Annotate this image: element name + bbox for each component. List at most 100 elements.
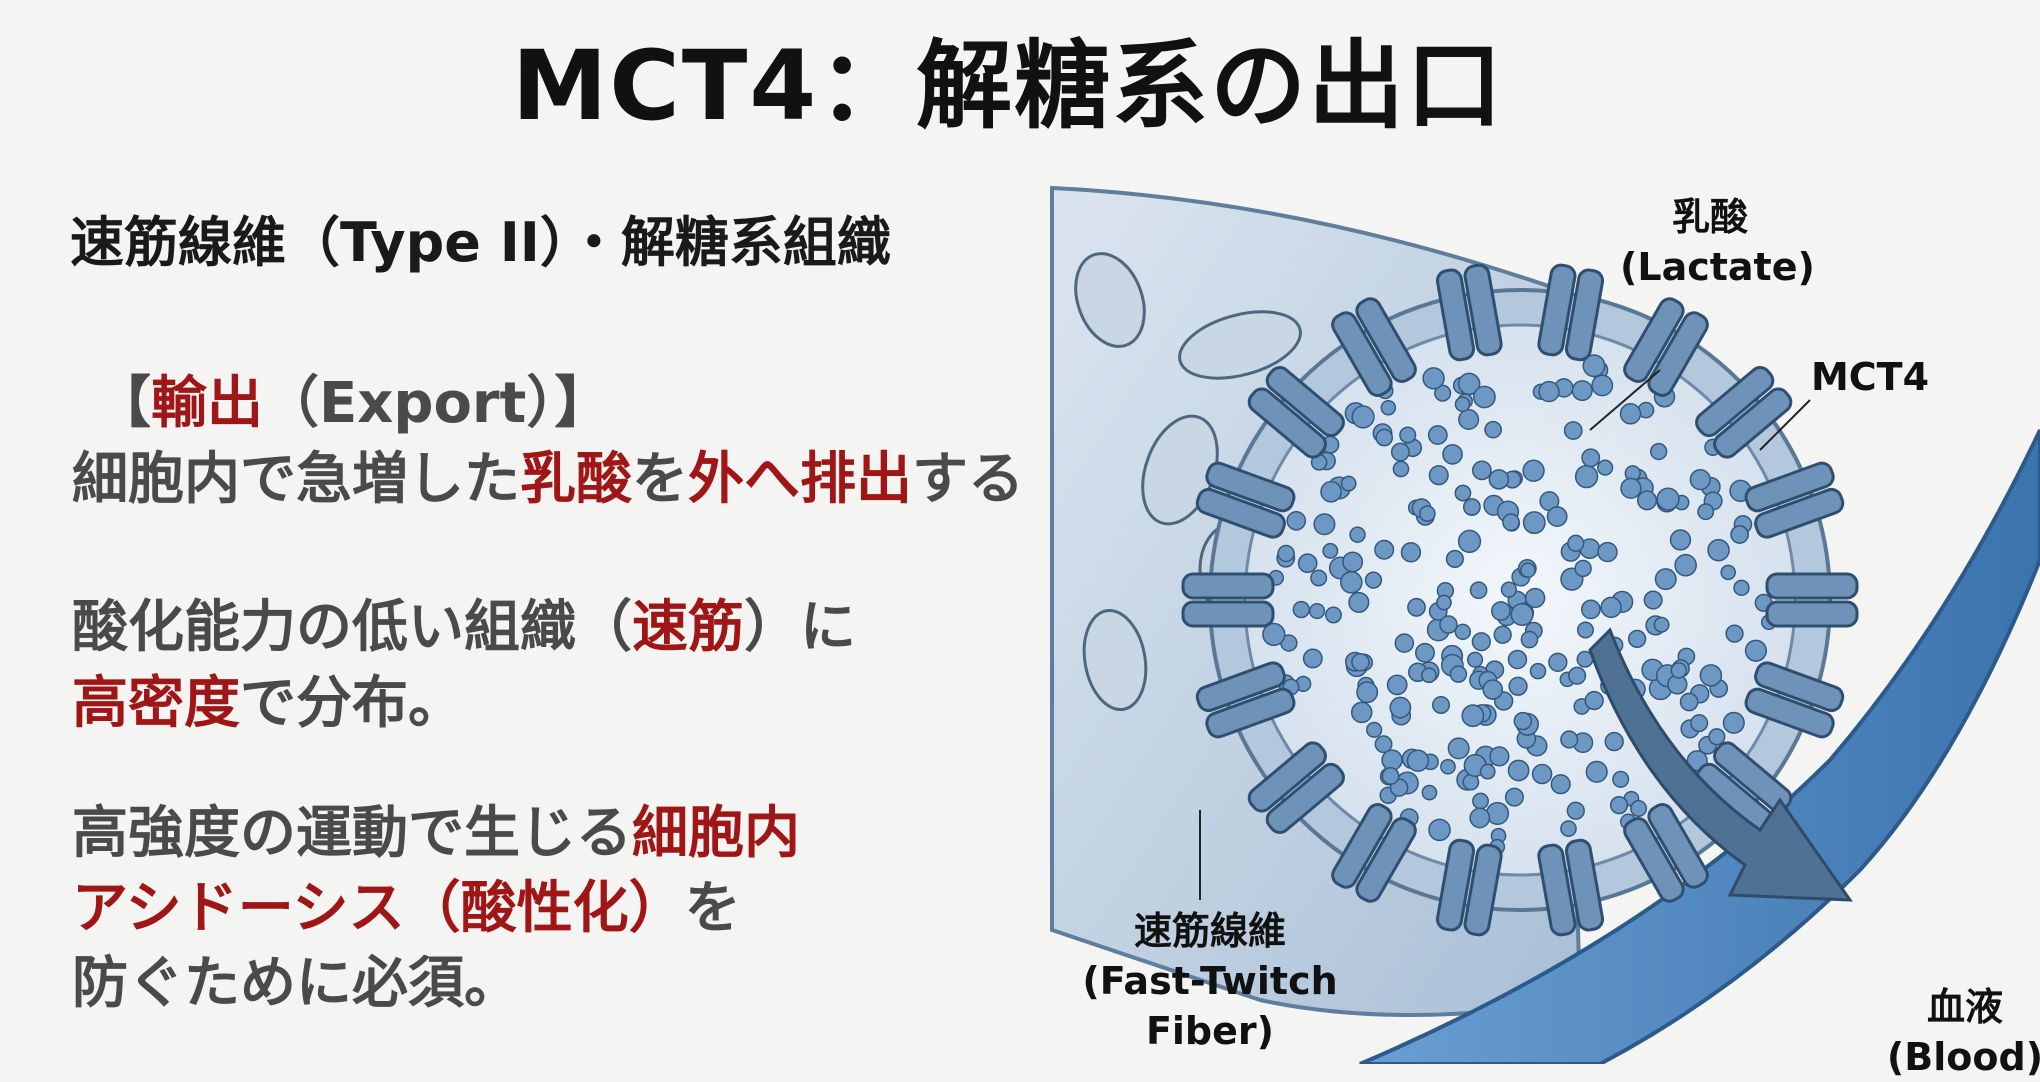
lactate-molecule	[1389, 696, 1412, 719]
para3-line1: 高強度の運動で生じる細胞内	[72, 788, 800, 869]
lactate-molecule	[1374, 735, 1393, 754]
lactate-molecule	[1445, 549, 1464, 569]
fiber-label-ja: 速筋線維	[1133, 909, 1286, 953]
lactate-molecule	[1584, 690, 1604, 711]
lactate-molecule	[1440, 758, 1456, 775]
lactate-label: 乳酸(Lactate)	[1620, 192, 1815, 292]
lactate-molecule	[1619, 403, 1642, 425]
lactate-molecule	[1375, 428, 1394, 447]
lactate-molecule	[1462, 498, 1481, 516]
lactate-molecule	[1568, 666, 1587, 685]
fiber-label: 速筋線維(Fast-Twitch Fiber)	[1020, 906, 1400, 1056]
lactate-molecule	[1351, 405, 1375, 429]
lactate-molecule	[1546, 506, 1568, 527]
lactate-molecule	[1730, 525, 1749, 544]
lactate-molecule	[1507, 649, 1528, 670]
lactate-molecule	[1699, 664, 1723, 687]
lactate-molecule	[1340, 475, 1357, 492]
lactate-molecule	[1454, 484, 1472, 502]
mct4-channel	[1744, 461, 1845, 539]
lactate-molecule	[1643, 590, 1663, 610]
lactate-molecule	[1720, 564, 1736, 581]
lactate-molecule	[1342, 551, 1364, 573]
mct4-channel	[1537, 263, 1605, 362]
para3-line2: アシドーシス（酸性化）を	[72, 863, 741, 944]
lactate-molecule	[1292, 600, 1310, 619]
lactate-molecule	[1320, 480, 1342, 503]
lactate-molecule	[1349, 526, 1366, 543]
bracket-open: 【	[95, 371, 151, 436]
para2-line1: 酸化能力の低い組織（速筋）に	[72, 582, 856, 663]
lactate-molecule	[1380, 399, 1397, 416]
lactate-molecule	[1482, 679, 1504, 700]
lactate-molecule	[1356, 681, 1379, 704]
lactate-molecule	[1597, 541, 1618, 563]
lactate-molecule	[1531, 763, 1553, 785]
lactate-molecule	[1439, 615, 1458, 634]
lactate-molecule	[1366, 721, 1383, 738]
body-text: する	[912, 447, 1024, 512]
lactate-molecule	[1436, 594, 1452, 611]
lactate-molecule	[1627, 629, 1647, 649]
lactate-molecule	[1488, 469, 1510, 490]
lactate-molecule	[1348, 591, 1370, 613]
lactate-molecule	[1392, 460, 1410, 478]
lactate-molecule	[1442, 444, 1463, 465]
lactate-molecule	[1394, 633, 1415, 653]
mct4-channel	[1181, 572, 1275, 628]
mct4-leader	[1759, 399, 1811, 451]
lactate-molecule	[1725, 624, 1744, 643]
lactate-molecule	[1571, 380, 1593, 402]
lactate-molecule	[1302, 648, 1323, 669]
body-text: 細胞内で急増した	[72, 447, 520, 512]
lactate-molecule	[1585, 760, 1608, 783]
lactate-molecule	[1471, 632, 1491, 652]
lactate-molecule	[1262, 622, 1286, 647]
lactate-molecule	[1472, 792, 1489, 810]
highlight-text: 乳酸	[520, 447, 632, 512]
lactate-molecule	[1407, 597, 1426, 617]
lactate-molecule	[1674, 553, 1697, 577]
lactate-molecule	[1591, 374, 1614, 397]
subtitle: 速筋線維（Type II）・解糖系組織	[70, 211, 891, 274]
blood-label-en: (Blood)	[1886, 1035, 2040, 1079]
body-text: 高強度の運動で生じる	[72, 801, 632, 866]
lactate-molecule	[1609, 795, 1629, 815]
blood-label-ja: 血液	[1926, 985, 2003, 1029]
mct4-channel	[1623, 803, 1709, 903]
lactate-molecule	[1286, 510, 1307, 531]
lactate-molecule	[1427, 425, 1448, 445]
lactate-molecule	[1428, 465, 1449, 486]
para3-line3: 防ぐために必須。	[72, 938, 520, 1019]
export-rest: （Export）】	[263, 371, 611, 436]
lactate-molecule	[1582, 354, 1606, 378]
mct4-channel	[1765, 572, 1859, 628]
mct4-channel	[1195, 661, 1296, 739]
lactate-molecule	[1650, 442, 1668, 461]
lactate-molecule	[1350, 701, 1373, 724]
lactate-molecule	[1308, 602, 1326, 620]
lactate-molecule	[1374, 539, 1395, 560]
lactate-molecule	[1324, 606, 1342, 624]
lactate-molecule	[1574, 559, 1592, 578]
lactate-molecule	[1454, 623, 1472, 641]
lactate-molecule	[1529, 662, 1547, 680]
lactate-molecule	[1390, 442, 1410, 462]
lactate-molecule	[1654, 568, 1677, 591]
lactate-molecule	[1386, 674, 1408, 696]
lactate-molecule	[1513, 711, 1533, 731]
highlight-text: 速筋	[632, 595, 744, 660]
lactate-molecule	[1406, 749, 1430, 772]
lactate-molecule	[1422, 367, 1445, 390]
body-text: 酸化能力の低い組織（	[72, 595, 632, 660]
lactate-molecule	[1381, 749, 1403, 771]
para2-line2: 高密度で分布。	[72, 658, 464, 739]
body-text: を	[632, 447, 688, 512]
lactate-molecule	[1604, 731, 1624, 752]
lactate-molecule	[1576, 621, 1594, 639]
body-text: ）に	[744, 595, 856, 660]
lactate-molecule	[1502, 513, 1520, 532]
lactate-molecule	[1469, 581, 1488, 600]
lactate-molecule	[1548, 652, 1568, 673]
highlight-text: 外へ排出	[688, 447, 912, 512]
